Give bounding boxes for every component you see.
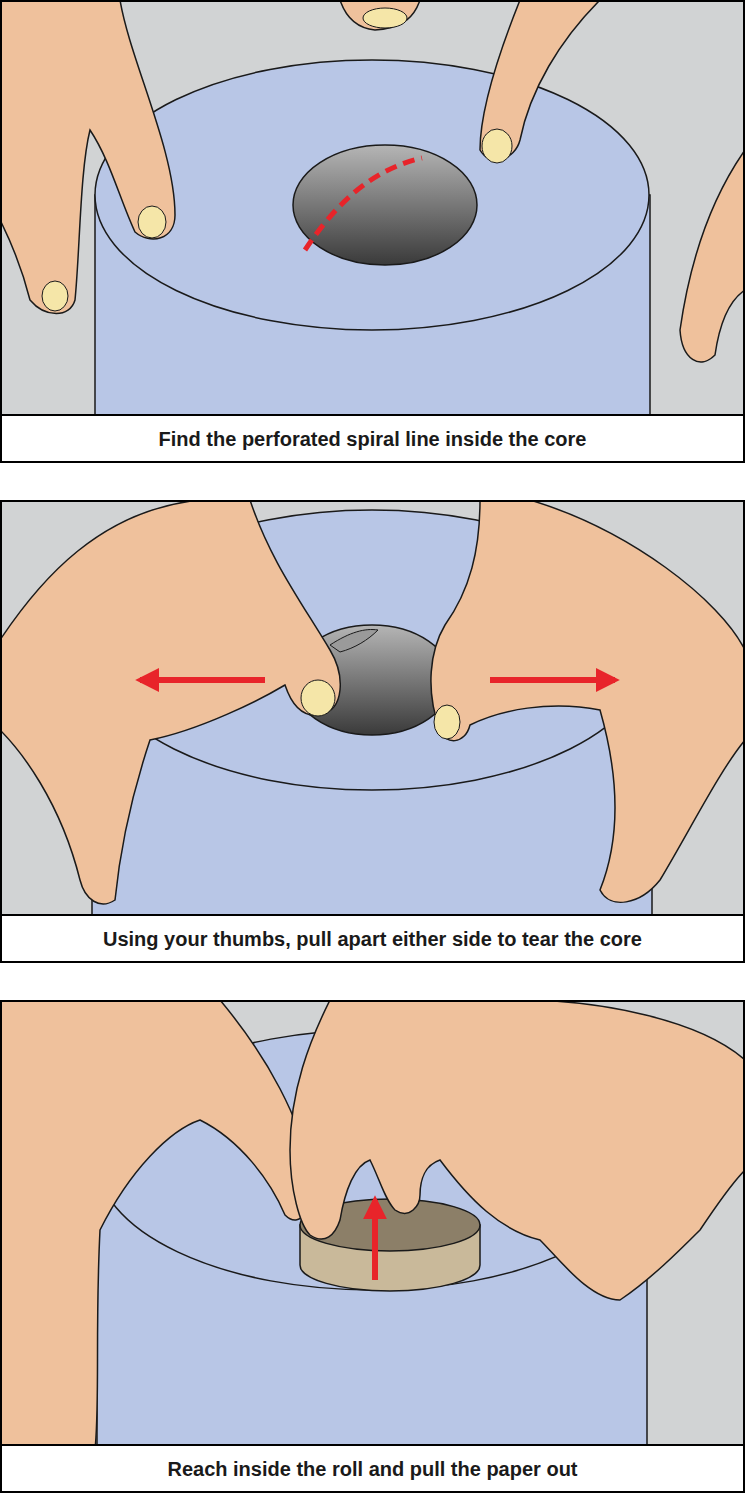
pull-arrow	[490, 677, 615, 683]
fingernail	[363, 8, 407, 28]
fingernail	[482, 129, 512, 163]
panel-one	[2, 2, 743, 415]
core-hole	[293, 145, 477, 265]
torn-core-flap	[330, 630, 378, 652]
panel-frame	[1, 501, 744, 962]
finger	[340, 2, 420, 30]
thumbnail	[301, 680, 335, 716]
fingernail	[42, 281, 68, 311]
caption-box: Find the perforated spiral line inside t…	[0, 414, 745, 463]
perforation-line	[305, 158, 422, 250]
caption-box: Reach inside the roll and pull the paper…	[0, 1444, 745, 1493]
caption-text: Find the perforated spiral line inside t…	[151, 427, 595, 451]
panel-frame	[1, 1, 744, 462]
thumbnail	[434, 705, 460, 739]
fingernail	[138, 206, 166, 238]
right-hand	[431, 502, 743, 902]
pull-arrow	[140, 677, 265, 683]
caption-text: Reach inside the roll and pull the paper…	[159, 1457, 585, 1481]
caption-box: Using your thumbs, pull apart either sid…	[0, 914, 745, 963]
left-hand	[2, 2, 175, 314]
left-hand	[2, 502, 340, 904]
left-hand	[2, 1002, 311, 1445]
pull-arrow	[372, 1200, 378, 1280]
right-hand	[290, 1002, 743, 1300]
roll-top	[95, 60, 649, 330]
right-hand	[680, 150, 743, 362]
panel-frame	[1, 1001, 744, 1492]
panel-two	[2, 502, 743, 915]
panel-three	[2, 1002, 743, 1445]
caption-text: Using your thumbs, pull apart either sid…	[95, 927, 650, 951]
